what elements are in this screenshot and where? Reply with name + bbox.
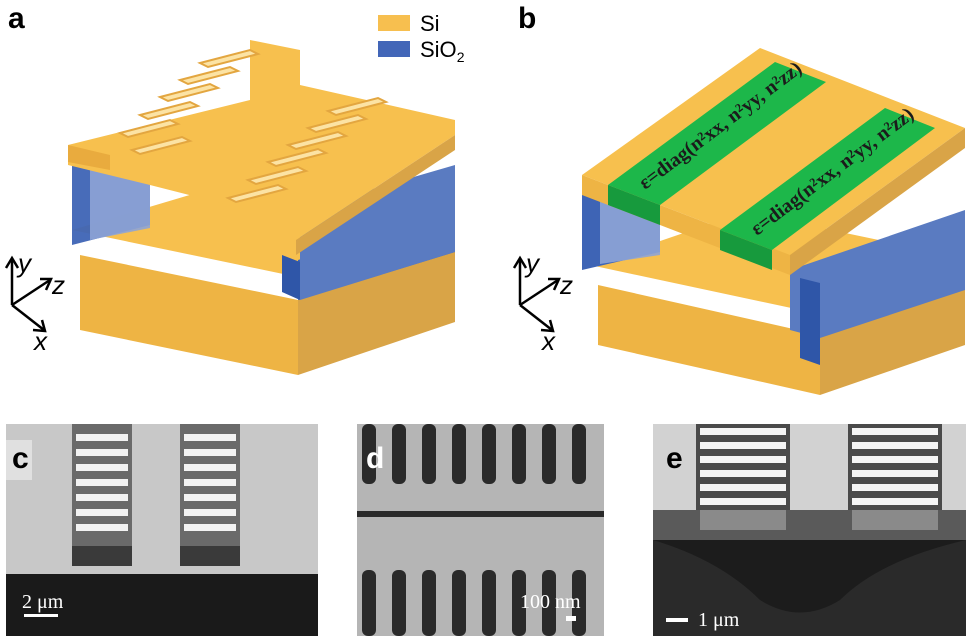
d-top-grating bbox=[362, 424, 586, 484]
panel-d-sem: d 100 nm bbox=[357, 424, 604, 636]
e-bar-grating bbox=[700, 428, 938, 505]
axis-label-x: x bbox=[32, 326, 48, 356]
panel-d-letter: d bbox=[366, 442, 384, 475]
green-stripe-1 bbox=[608, 62, 826, 205]
top-si-slab bbox=[68, 40, 455, 240]
green-stripe-1-front bbox=[608, 185, 660, 225]
top-si-right-edge bbox=[296, 135, 455, 255]
b-top-si-side bbox=[790, 128, 965, 275]
bottom-si-side bbox=[298, 250, 455, 375]
hole-array-left bbox=[117, 48, 261, 156]
legend-label-si: Si bbox=[420, 11, 440, 36]
legend-swatch-si bbox=[378, 15, 410, 31]
axes-a bbox=[4, 255, 53, 333]
axis-label-x-b: x bbox=[540, 326, 556, 356]
c-scale-label: 2 μm bbox=[22, 591, 64, 613]
green-stripe-2-front bbox=[720, 230, 772, 270]
panel-c-letter: c bbox=[12, 442, 29, 475]
legend-label-sio2: SiO2 bbox=[420, 37, 465, 65]
axes-b bbox=[512, 255, 561, 333]
sio2-left-inner bbox=[90, 170, 150, 240]
b-sio2-front-wall bbox=[800, 278, 820, 365]
legend: Si SiO2 bbox=[378, 11, 465, 65]
d-scale-bar bbox=[566, 616, 576, 621]
bottom-si-front bbox=[80, 255, 298, 375]
e-scale-label: 1 μm bbox=[698, 609, 740, 631]
axis-label-y: y bbox=[16, 248, 33, 278]
e-scale-bar bbox=[666, 618, 688, 622]
panel-b-letter: b bbox=[518, 2, 536, 35]
sio2-front-wall bbox=[282, 255, 300, 300]
top-si-front-edge bbox=[68, 145, 110, 170]
panel-c-sem: c 2 μm bbox=[6, 424, 318, 636]
axis-label-y-b: y bbox=[524, 248, 541, 278]
axis-label-z-b: z bbox=[559, 270, 573, 300]
panel-b-diagram: ε=diag(n²xx, n²yy, n²zz) ε=diag(n²xx, n²… bbox=[512, 2, 965, 395]
panel-e-letter: e bbox=[666, 442, 683, 475]
b-sio2-right-block bbox=[790, 210, 965, 338]
panel-a-diagram: y z x a bbox=[4, 2, 455, 375]
c-bar-grating bbox=[76, 434, 236, 531]
green-stripe-2 bbox=[720, 108, 935, 250]
b-bottom-si-front bbox=[598, 285, 820, 395]
legend-swatch-sio2 bbox=[378, 41, 410, 57]
panel-a-letter: a bbox=[8, 2, 25, 35]
c-scale-bar bbox=[24, 614, 58, 617]
d-scale-label: 100 nm bbox=[520, 591, 581, 613]
b-bottom-si-side bbox=[820, 285, 965, 395]
b-top-si-slab bbox=[582, 48, 965, 255]
hole-array-right bbox=[225, 96, 389, 204]
axis-label-z: z bbox=[51, 270, 65, 300]
panel-e-sem: e 1 μm bbox=[653, 424, 966, 636]
